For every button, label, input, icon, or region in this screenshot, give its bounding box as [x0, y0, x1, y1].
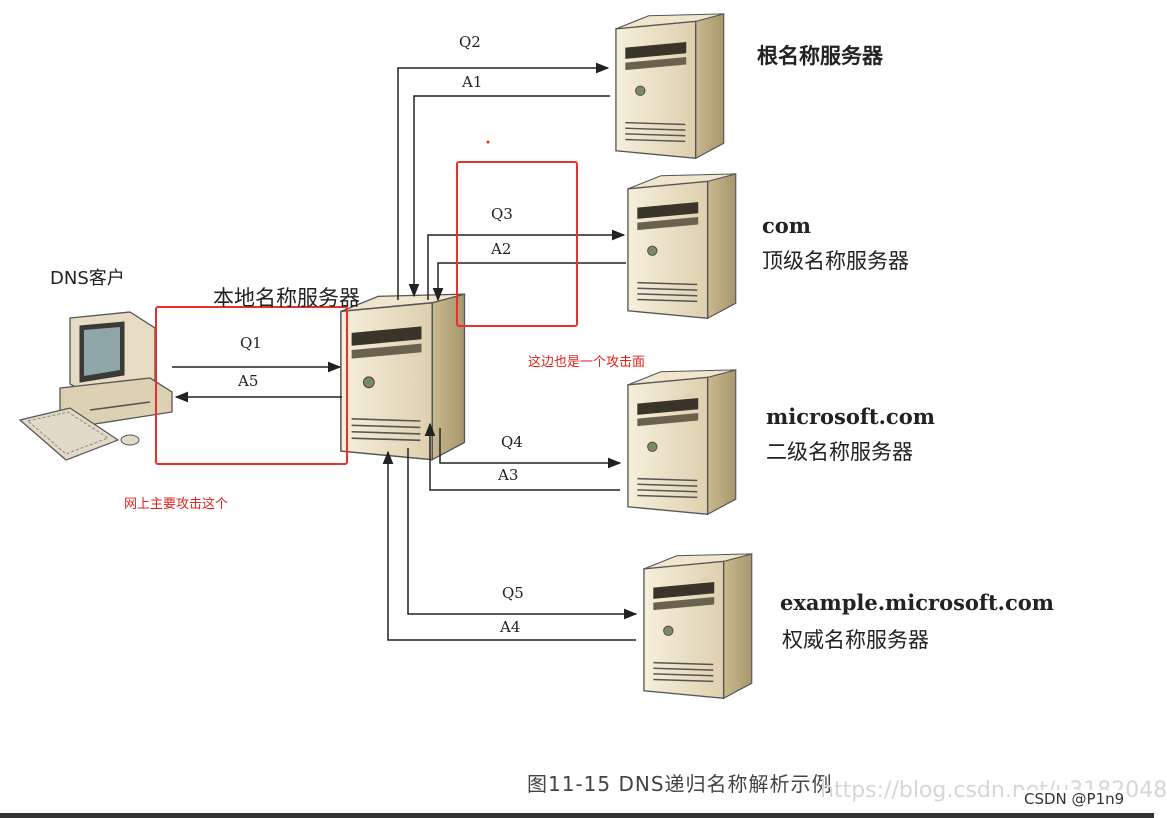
highlight-box-client: [155, 306, 348, 465]
second-level-server-icon: [627, 369, 737, 516]
authoritative-server-icon: [643, 553, 753, 700]
label-a5: A5: [238, 372, 259, 390]
client-label: DNS客户: [50, 268, 125, 289]
root-server-label: 根名称服务器: [757, 44, 883, 68]
arrow-a1: [408, 95, 610, 298]
csdn-credit: CSDN @P1n9: [1022, 790, 1127, 808]
authoritative-server-domain: example.microsoft.com: [780, 590, 1054, 615]
com-server-domain: com: [762, 213, 812, 238]
annotation-right: 这边也是一个攻击面: [528, 355, 646, 370]
label-a4: A4: [500, 618, 521, 636]
arrow-q3: [427, 229, 626, 300]
label-q4: Q4: [501, 433, 523, 451]
label-q2: Q2: [459, 33, 481, 51]
root-server-icon: [615, 13, 725, 160]
label-q3: Q3: [491, 205, 513, 223]
annotation-left: 网上主要攻击这个: [124, 497, 229, 512]
label-a1: A1: [462, 73, 483, 91]
arrow-a3: [424, 422, 620, 491]
arrow-a2: [432, 262, 626, 302]
arrow-a4: [382, 450, 636, 641]
arrow-q2: [397, 62, 610, 300]
second-level-server-domain: microsoft.com: [766, 404, 935, 429]
com-server-label: 顶级名称服务器: [762, 249, 909, 273]
arrow-q5: [407, 448, 638, 620]
highlight-box-com: [456, 161, 578, 327]
red-dot: [486, 140, 490, 144]
label-a3: A3: [498, 466, 519, 484]
bottom-divider: [0, 813, 1154, 818]
client-computer-icon: [18, 311, 173, 461]
label-q1: Q1: [240, 334, 262, 352]
local-server-icon: [340, 293, 466, 461]
label-a2: A2: [491, 240, 512, 258]
figure-caption: 图11-15 DNS递归名称解析示例: [527, 772, 833, 796]
second-level-server-label: 二级名称服务器: [766, 440, 913, 464]
com-server-icon: [627, 173, 737, 320]
authoritative-server-label: 权威名称服务器: [782, 628, 929, 652]
arrow-q4: [439, 428, 622, 469]
local-server-label: 本地名称服务器: [213, 286, 360, 310]
label-q5: Q5: [502, 584, 524, 602]
